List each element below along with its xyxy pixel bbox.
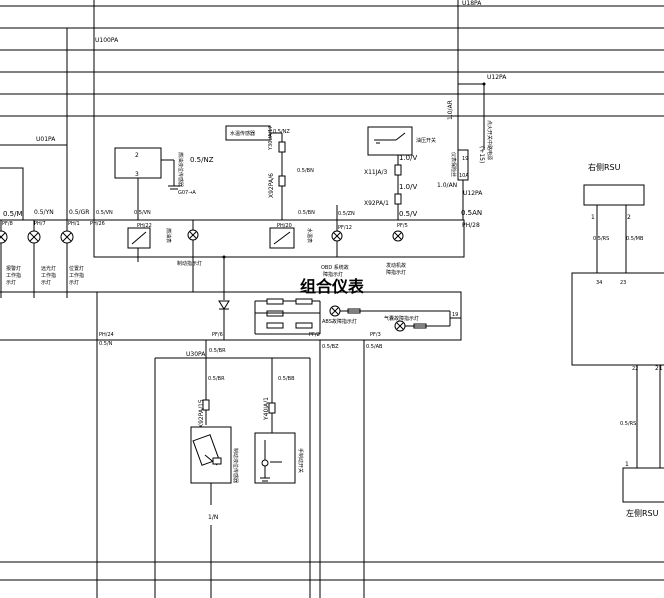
pin-ph8: PF/8 [2,221,13,227]
conn-x92pa1: X92PA/1 [364,200,389,207]
pin-ph24: PH/24 [99,332,114,338]
rsu-right-box [583,184,645,206]
fuse-num: 19 [462,156,468,162]
w05rn-label: 0.5/BN [298,210,315,216]
engine-lamp-label: 发动机故障指示灯 [386,262,406,276]
handbrake-switch [254,432,296,484]
u12pa-label: U12PA [487,74,507,81]
pin-pf12: PF/12 [338,225,352,231]
ground-label: G07→A [178,190,196,196]
oil-wire-1: 1.0/V [399,154,417,162]
pin-ph20: PH/20 [277,223,292,229]
oil-pressure-switch [367,126,413,156]
rsu-pin22: 22 [632,366,638,372]
rsu-pin34: 34 [596,280,602,286]
pin-pf3: PF/3 [370,332,381,338]
bus-lines [0,5,664,581]
brake-sensor-label: 制动液位传感器 [232,448,239,483]
rsu-left-label: 左侧RSU [626,508,659,518]
wire-1n: 1/N [208,514,218,521]
w05m-label: 0.5/M [3,210,23,218]
w05v-label: 0.5/V [399,210,417,218]
w05vn-label-2: 0.5/VN [134,210,151,216]
diode [218,300,230,310]
rsu-wire-mb: 0.5/MB [626,236,644,242]
brake-lamp-label: 制动指示灯 [177,260,202,267]
pin-ph7: PH/7 [34,221,46,227]
handbrake-label: 手制动开关 [297,448,304,473]
oil-switch-label: 油压开关 [416,137,436,144]
fuel-sensor-pin2: 2 [135,152,139,159]
top-feeds [0,0,486,220]
power-label: 点火开关中路电源 [486,120,493,160]
pin-pf2: PF/2 [309,332,320,338]
rsu-lower-wire: 0.5/RS [620,421,636,427]
rsu-right-label: 右侧RSU [588,162,621,172]
water-gauge-label: 水温表 [306,228,313,243]
cluster-lower-band [96,291,462,341]
pin-ph26: PH/26 [90,221,105,227]
u100pa-label: U100PA [95,37,119,44]
conn-x92pa6-top: Y30UA/17 [268,125,274,151]
pin-pf6: PF/6 [212,332,223,338]
abs-lamp-label: ABS故障指示灯 [322,318,357,325]
w05gr-label: 0.5/GR [69,209,89,216]
fuel-gauge-label: 燃油表 [165,228,172,243]
conn-x92pa6: X92PA/6 [268,173,275,198]
obd-lamp-label: OBD 系统故障指示灯 [321,264,349,278]
fuse-wire-ar: 1.0/AR [447,100,454,120]
power-pin-label: (+15) [478,146,485,163]
fuel-sensor-pin3: 3 [135,171,139,178]
fuse-amp: 10A [459,173,469,179]
lamp-group-left [0,220,74,298]
conn-y40ja1: Y40JA/1 [263,397,270,421]
water-wire-bn: 0.5/BN [297,168,314,174]
w05yn-label: 0.5/YN [34,209,54,216]
water-wire-label: 0.5/NZ [190,156,214,164]
conn-x11ja3: X11JA/3 [364,169,388,176]
wire-05bb-top: 0.5/BB [278,376,295,382]
rsu-pin23: 23 [620,280,626,286]
lamp3-label: 位置灯工作指示灯 [69,265,84,286]
cluster-upper-band [93,219,465,258]
fuel-sensor-label: 燃油液位传感器 [177,152,184,187]
lamp2-label: 远光灯工作指示灯 [41,265,56,286]
rsu-left-box [622,467,664,503]
w05vn-label-1: 0.5/VN [96,210,113,216]
water-sensor-wire: 0.5/NZ [273,129,290,135]
pin-pf5: PF/5 [397,223,408,229]
fuse-wire-an: 1.0/AN [437,182,457,189]
rsu-module [571,272,664,366]
rsu-right-pin2: 2 [627,214,631,221]
pin-ph1: PH/1 [68,221,80,227]
conn-x92pa15: X92PA/15 [198,399,205,428]
u12pa-label-2: U12PA [463,190,483,197]
w05zn-label: 0.5/ZN [338,211,355,217]
wire-05bz: 0.5/BZ [322,344,339,350]
water-sensor-label: 水温传感器 [230,130,255,137]
airbag-lamp-label: 气囊故障指示灯 [384,315,419,322]
rsu-right-pin1: 1 [591,214,595,221]
cluster-pin-19: 19 [452,312,458,318]
u30pa-label: U30PA [186,351,206,358]
fuse-label: 仪表保险丝 [450,152,457,177]
rsu-wire-rs: 0.5/RS [593,236,609,242]
wire-05n: 0.5/N [99,341,113,347]
wire-05br-mid: 0.5/BR [208,376,225,382]
left-rsu-pin1: 1 [625,461,629,468]
w05an-label: 0.5AN [461,209,482,217]
lamp1-label: 报警灯工作指示灯 [6,265,21,286]
u01pa-label: U01PA [36,136,56,143]
u18pa-label: U18PA [462,0,482,7]
wire-05br-top: 0.5/BR [209,348,226,354]
oil-wire-2: 1.0/V [399,183,417,191]
cluster-title: 组合仪表 [300,277,365,296]
pin-ph22: PH/22 [137,223,152,229]
wire-05ab: 0.5/AB [366,344,383,350]
pin-ph28: PH/28 [462,222,480,229]
rsu-pin21: 21 [655,365,663,372]
